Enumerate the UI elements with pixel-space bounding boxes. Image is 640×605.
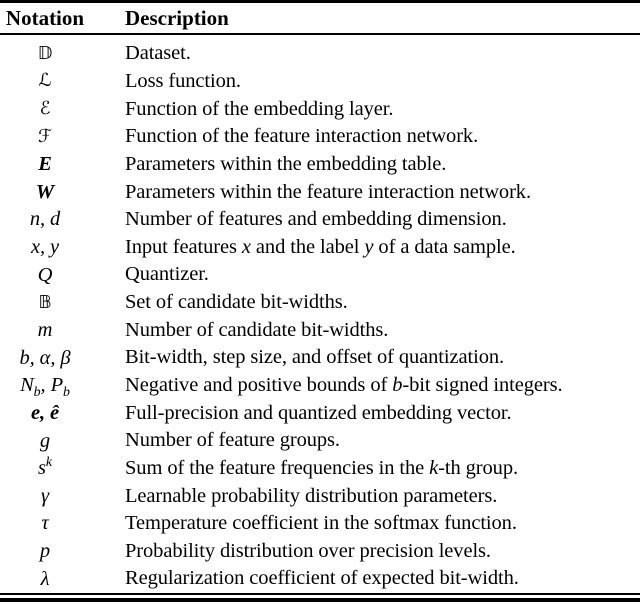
table-row: Q Quantizer. xyxy=(0,261,640,289)
notation-cell: 𝔹 xyxy=(38,291,52,313)
notation-cell: 𝔻 xyxy=(37,42,53,64)
table-row: p Probability distribution over precisio… xyxy=(0,538,640,566)
notation-cell: ℱ xyxy=(37,125,53,147)
table-row: n, d Number of features and embedding di… xyxy=(0,206,640,234)
description-cell: Probability distribution over precision … xyxy=(125,539,491,562)
notation-cell: sk xyxy=(38,455,52,480)
notation-cell: W xyxy=(35,180,55,203)
table-row: m Number of candidate bit-widths. xyxy=(0,316,640,344)
description-cell: Loss function. xyxy=(125,69,241,92)
description-cell: Set of candidate bit-widths. xyxy=(125,291,348,314)
table-row: W Parameters within the feature interact… xyxy=(0,178,640,206)
table-row: sk Sum of the feature frequencies in the… xyxy=(0,455,640,483)
table-row: γ Learnable probability distribution par… xyxy=(0,482,640,510)
description-cell: Bit-width, step size, and offset of quan… xyxy=(125,346,505,369)
notation-cell: m xyxy=(37,318,53,341)
description-cell: Function of the embedding layer. xyxy=(125,97,394,120)
description-cell: Number of features and embedding dimensi… xyxy=(125,208,507,231)
table-body: 𝔻 Dataset. ℒ Loss function. ℰ Function o… xyxy=(0,35,640,593)
table-row: ℒ Loss function. xyxy=(0,68,640,96)
notation-cell: x, y xyxy=(30,236,60,259)
table-row: 𝔹 Set of candidate bit-widths. xyxy=(0,289,640,317)
notation-cell: λ xyxy=(40,567,50,590)
table-header-row: Notation Description xyxy=(0,3,640,35)
notation-cell: γ xyxy=(41,484,49,507)
table-row: τ Temperature coefficient in the softmax… xyxy=(0,510,640,538)
table-row: x, y Input features x and the label y of… xyxy=(0,233,640,261)
description-cell: Regularization coefficient of expected b… xyxy=(125,567,519,590)
description-cell: Learnable probability distribution param… xyxy=(125,484,498,507)
table-row: g Number of feature groups. xyxy=(0,427,640,455)
notation-cell: g xyxy=(39,429,51,452)
notation-cell: ℒ xyxy=(38,70,52,92)
description-cell: Sum of the feature frequencies in the k-… xyxy=(125,456,519,479)
table-row: ℱ Function of the feature interaction ne… xyxy=(0,123,640,151)
notation-cell: ℰ xyxy=(39,98,51,120)
notation-cell: Nb, Pb xyxy=(20,374,70,401)
table-row: b, α, β Bit-width, step size, and offset… xyxy=(0,344,640,372)
notation-cell: b, α, β xyxy=(19,346,71,369)
notation-cell: p xyxy=(39,540,51,563)
notation-cell: e, ê xyxy=(30,401,60,424)
description-cell: Dataset. xyxy=(125,42,191,65)
column-header-description: Description xyxy=(125,5,229,30)
description-cell: Temperature coefficient in the softmax f… xyxy=(125,512,517,535)
description-cell: Number of feature groups. xyxy=(125,429,340,452)
table-row: ℰ Function of the embedding layer. xyxy=(0,95,640,123)
table-row: E Parameters within the embedding table. xyxy=(0,151,640,179)
description-cell: Input features x and the label y of a da… xyxy=(125,235,516,258)
description-cell: Quantizer. xyxy=(125,263,209,286)
table-row: e, ê Full-precision and quantized embedd… xyxy=(0,399,640,427)
table-row: Nb, Pb Negative and positive bounds of b… xyxy=(0,372,640,400)
notation-cell: τ xyxy=(41,512,49,535)
table-top-rule xyxy=(0,0,640,3)
notation-cell: n, d xyxy=(29,208,61,231)
notation-cell: E xyxy=(38,153,52,176)
table-bottom-rule-thick xyxy=(0,598,640,602)
table-row: λ Regularization coefficient of expected… xyxy=(0,565,640,593)
column-header-notation: Notation xyxy=(5,5,85,30)
description-cell: Function of the feature interaction netw… xyxy=(125,125,479,148)
table-row: 𝔻 Dataset. xyxy=(0,40,640,68)
description-cell: Parameters within the embedding table. xyxy=(125,152,447,175)
description-cell: Parameters within the feature interactio… xyxy=(125,180,531,203)
description-cell: Number of candidate bit-widths. xyxy=(125,318,389,341)
table-bottom-rule-thin xyxy=(0,593,640,595)
description-cell: Negative and positive bounds of b-bit si… xyxy=(125,374,563,396)
notation-cell: Q xyxy=(37,263,53,286)
description-cell: Full-precision and quantized embedding v… xyxy=(125,401,512,424)
